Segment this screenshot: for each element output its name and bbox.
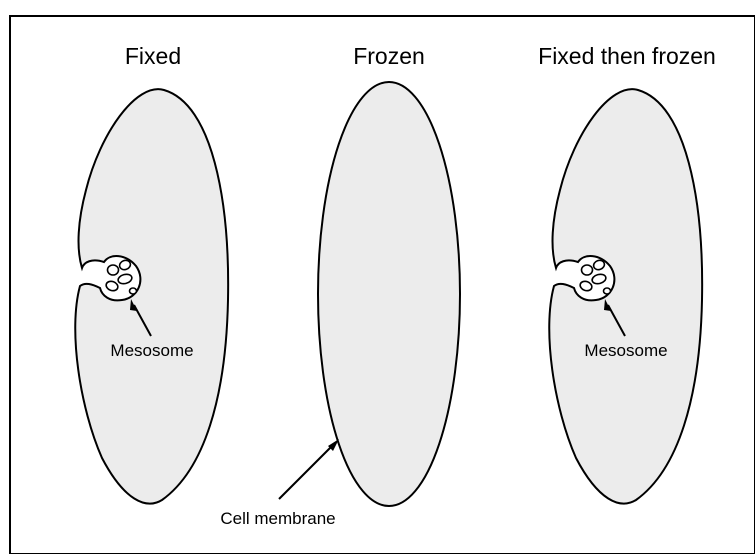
cell-frozen	[318, 82, 460, 506]
annotation-mesosome-fixed-then-frozen: Mesosome	[584, 341, 667, 360]
panel-title-frozen: Frozen	[353, 43, 425, 69]
mesosome-vesicle	[582, 265, 593, 275]
panel-title-fixed: Fixed	[125, 43, 181, 69]
mesosome-vesicle	[130, 288, 137, 294]
mesosome-vesicle	[108, 265, 119, 275]
mesosome-vesicle	[604, 288, 611, 294]
panel-title-fixed-then-frozen: Fixed then frozen	[538, 43, 716, 69]
annotation-mesosome-fixed: Mesosome	[110, 341, 193, 360]
cell-fixed	[75, 89, 228, 503]
cell-fixed-then-frozen	[549, 89, 702, 503]
annotation-cell-membrane: Cell membrane	[220, 509, 335, 528]
